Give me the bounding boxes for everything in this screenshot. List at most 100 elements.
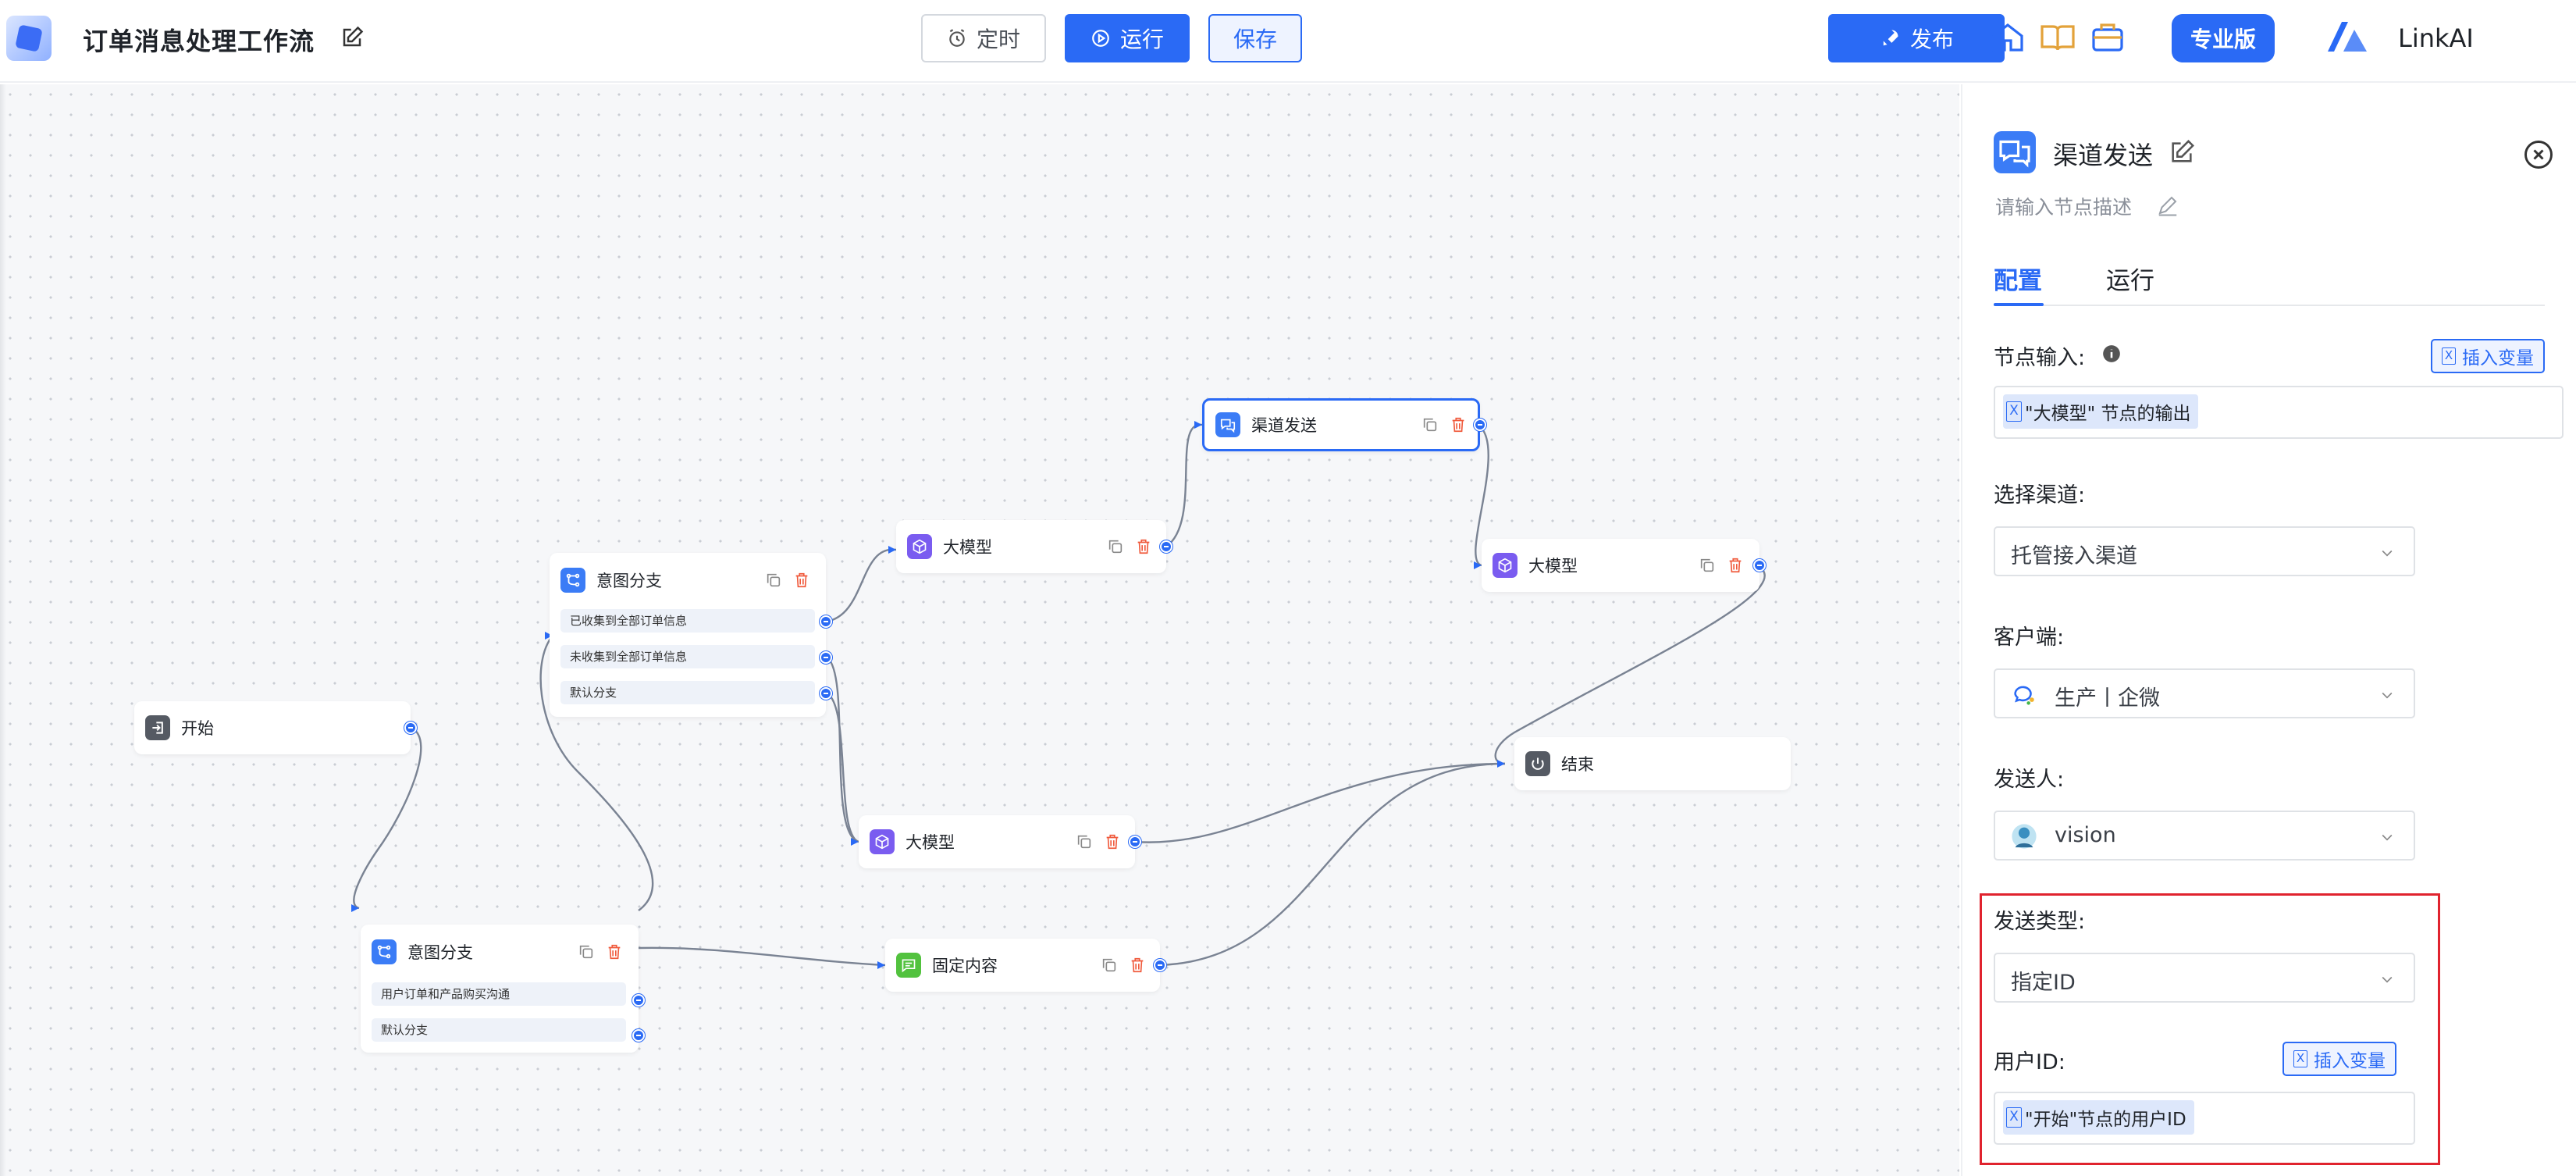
tab-run[interactable]: 运行 [2106, 267, 2154, 295]
node-intent-branch-1[interactable]: 意图分支 用户订单和产品购买沟通 默认分支 [361, 925, 645, 1053]
chevron-down-icon [2382, 550, 2393, 557]
output-port[interactable] [1753, 559, 1766, 572]
cube-icon [870, 829, 895, 854]
workflow-canvas[interactable]: 开始 意图分支 用户订单和产品购买沟通 默认分支 意图分支 已收集到全部订单信息 [0, 84, 1959, 1176]
insert-variable-button[interactable]: X 插入变量 [2431, 339, 2545, 373]
copy-icon[interactable] [1076, 833, 1093, 850]
branch-item: 已收集到全部订单信息 [560, 609, 815, 633]
branch-icon [372, 939, 397, 964]
node-fixed-content[interactable]: 固定内容 [885, 939, 1166, 992]
variable-chip[interactable]: X "开始"节点的用户ID [2003, 1100, 2194, 1135]
output-port[interactable] [632, 1029, 645, 1042]
edit-title-icon[interactable] [2169, 139, 2195, 166]
panel-title: 渠道发送 [2053, 141, 2154, 170]
save-label: 保存 [1233, 27, 1277, 52]
play-circle-icon [1092, 30, 1109, 47]
node-input-field[interactable]: X "大模型" 节点的输出 [1994, 386, 2564, 439]
description-field[interactable]: 请输入节点描述 [1995, 196, 2133, 219]
edge [1165, 423, 1203, 547]
copy-icon[interactable] [1421, 416, 1439, 433]
node-title: 大模型 [906, 833, 955, 852]
copy-icon[interactable] [1107, 538, 1124, 555]
variable-chip[interactable]: X "大模型" 节点的输出 [2003, 394, 2199, 429]
info-icon[interactable] [2101, 344, 2122, 364]
tab-divider [1994, 305, 2545, 306]
output-port[interactable] [632, 994, 645, 1007]
node-llm-2[interactable]: 大模型 [859, 815, 1141, 868]
avatar [2012, 824, 2037, 849]
chevron-down-icon [2382, 834, 2393, 841]
variable-icon: X [2293, 1050, 2307, 1067]
toolbox-icon[interactable] [2089, 19, 2126, 56]
user-id-label: 用户ID: [1994, 1050, 2065, 1074]
copy-icon[interactable] [578, 943, 595, 960]
output-port[interactable] [820, 615, 832, 628]
output-port[interactable] [1474, 419, 1486, 431]
variable-chip-label: "开始"节点的用户ID [2025, 1110, 2186, 1130]
channel-label: 选择渠道: [1994, 483, 2086, 508]
power-icon [1525, 751, 1550, 776]
insert-variable-label: 插入变量 [2462, 348, 2534, 369]
wecom-icon [2014, 686, 2034, 705]
node-title: 意图分支 [596, 572, 662, 590]
send-type-value: 指定ID [2011, 971, 2076, 995]
output-port[interactable] [1129, 836, 1141, 848]
edge [1159, 762, 1506, 967]
delete-icon[interactable] [606, 943, 623, 960]
schedule-button[interactable]: 定时 [921, 14, 1046, 62]
delete-icon[interactable] [1135, 538, 1152, 555]
publish-button[interactable]: 发布 [1828, 14, 2005, 62]
schedule-label: 定时 [976, 27, 1020, 52]
edge [827, 657, 859, 843]
node-title: 大模型 [943, 538, 992, 557]
save-button[interactable]: 保存 [1208, 14, 1302, 62]
output-port[interactable] [404, 722, 417, 734]
edge [539, 635, 654, 911]
output-port[interactable] [820, 651, 832, 664]
variable-chip-label: "大模型" 节点的输出 [2025, 404, 2191, 424]
tab-config[interactable]: 配置 [1994, 267, 2042, 295]
client-label: 客户端: [1994, 625, 2065, 650]
delete-icon[interactable] [1104, 833, 1121, 850]
output-port[interactable] [1154, 959, 1166, 971]
node-start[interactable]: 开始 [134, 701, 417, 754]
run-label: 运行 [1119, 27, 1164, 52]
edge [1134, 762, 1506, 843]
output-port[interactable] [1160, 540, 1172, 553]
close-icon[interactable] [2521, 137, 2556, 172]
run-button[interactable]: 运行 [1065, 14, 1190, 62]
node-channel-send[interactable]: 渠道发送 [1202, 398, 1486, 451]
insert-variable-label: 插入变量 [2314, 1051, 2386, 1071]
book-icon[interactable] [2039, 19, 2076, 56]
chat-bubbles-icon [1215, 412, 1240, 437]
output-port[interactable] [820, 687, 832, 700]
pencil-icon[interactable] [2156, 194, 2179, 217]
workflow-title: 订单消息处理工作流 [83, 27, 315, 56]
highlight-box [1980, 893, 2440, 1165]
message-icon [896, 953, 921, 978]
sender-select[interactable]: vision [1994, 811, 2415, 861]
branch-icon [560, 568, 585, 593]
send-type-select[interactable]: 指定ID [1994, 953, 2415, 1003]
node-end[interactable]: 结束 [1514, 737, 1791, 790]
send-type-label: 发送类型: [1994, 910, 2086, 934]
branch-item: 默认分支 [372, 1018, 626, 1042]
user-id-field[interactable]: X "开始"节点的用户ID [1994, 1092, 2415, 1145]
copy-icon[interactable] [1101, 957, 1118, 974]
delete-icon[interactable] [1727, 557, 1744, 574]
rocket-icon [1883, 30, 1898, 46]
pro-edition-badge[interactable]: 专业版 [2172, 14, 2275, 62]
copy-icon[interactable] [765, 572, 782, 589]
node-llm-3[interactable]: 大模型 [1482, 539, 1766, 592]
node-intent-branch-2[interactable]: 意图分支 已收集到全部订单信息 未收集到全部订单信息 默认分支 [550, 553, 832, 717]
channel-select[interactable]: 托管接入渠道 [1994, 526, 2415, 576]
node-llm-1[interactable]: 大模型 [896, 520, 1172, 573]
copy-icon[interactable] [1699, 557, 1716, 574]
edit-title-icon[interactable] [340, 26, 364, 49]
client-select[interactable]: 生产丨企微 [1994, 668, 2415, 718]
home-icon[interactable] [1989, 19, 2026, 56]
delete-icon[interactable] [1450, 416, 1467, 433]
delete-icon[interactable] [1129, 957, 1146, 974]
insert-variable-button[interactable]: X 插入变量 [2282, 1042, 2396, 1076]
delete-icon[interactable] [793, 572, 810, 589]
